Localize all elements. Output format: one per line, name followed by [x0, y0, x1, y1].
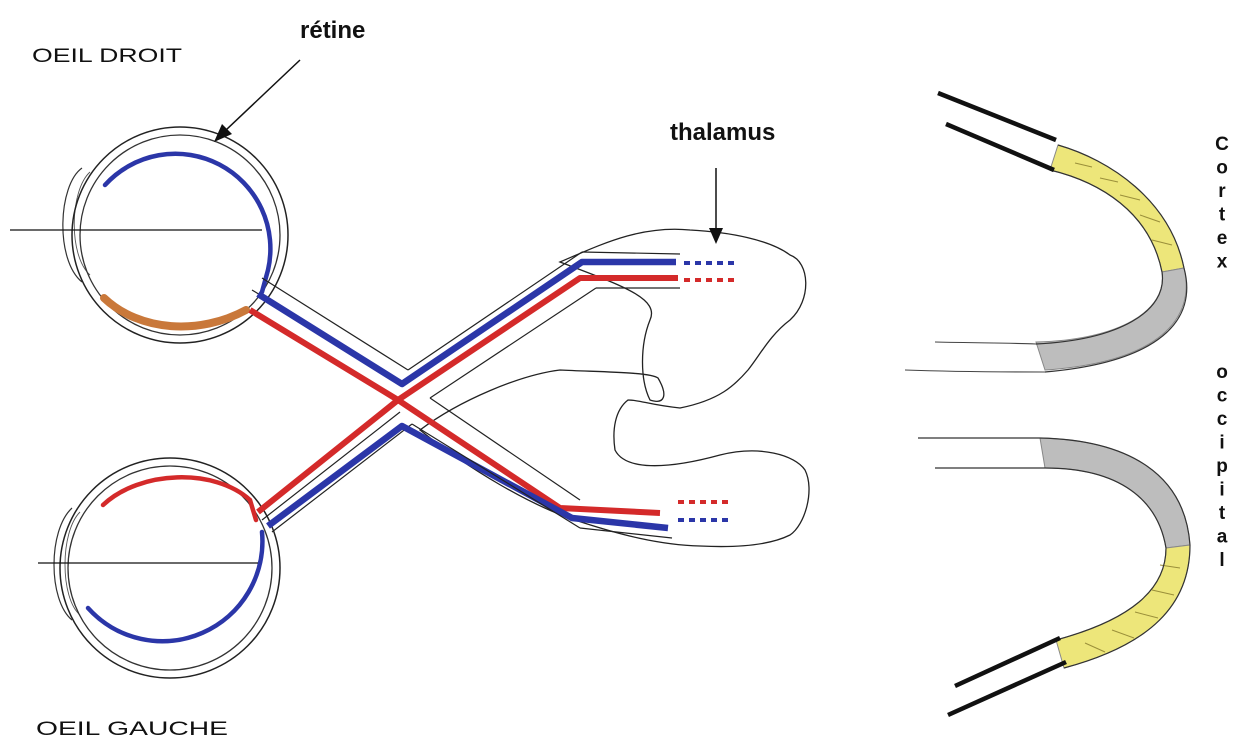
optic-pathways: [250, 252, 734, 538]
right-eye-retina-blue: [105, 154, 270, 292]
left-eyeball-outer: [60, 458, 280, 678]
label-left-eye: OEIL GAUCHE: [36, 719, 228, 740]
cortex-label-letter: o: [1216, 158, 1228, 179]
cortex-label-letter: x: [1217, 252, 1228, 273]
cortex-label-letter: r: [1218, 181, 1226, 202]
cortex-upper-fiber-1: [938, 93, 1056, 140]
cortex-upper-yellow: [1050, 145, 1184, 272]
cortex-label-letter: c: [1217, 409, 1228, 430]
cortex-lower-yellow: [1056, 545, 1190, 668]
right-eye-retina-orange: [104, 298, 246, 326]
left-eye-red-nerve: [258, 278, 678, 512]
thalamus-arrowhead: [709, 228, 723, 244]
cortex-lower-gray: [1040, 438, 1190, 548]
right-eye-red-nerve: [250, 310, 660, 513]
retina-arrow: [214, 60, 300, 142]
cortex-label-letter: a: [1217, 527, 1228, 548]
cortex-upper: [905, 93, 1187, 372]
cortex-lower-fiber-1: [955, 638, 1060, 686]
cortex-label-letter: i: [1219, 433, 1224, 454]
cortex-label-letter: c: [1217, 386, 1228, 407]
label-thalamus: thalamus: [670, 119, 775, 146]
right-eye: [10, 127, 288, 343]
cortex-lower: [918, 438, 1190, 715]
label-right-eye: OEIL DROIT: [32, 46, 183, 67]
cortex-label-letter: t: [1219, 503, 1226, 524]
thalamus-arrow: [709, 168, 723, 244]
cortex-lower-fiber-2: [948, 662, 1066, 715]
cortex-label-letter: C: [1215, 134, 1229, 155]
cortex-label-letter: e: [1217, 228, 1228, 249]
cortex-label-letter: p: [1216, 456, 1228, 477]
label-retina: rétine: [300, 17, 365, 44]
left-eye: [38, 458, 280, 678]
cortex-label-letter: t: [1219, 205, 1226, 226]
cortex-label-letter: o: [1216, 362, 1228, 383]
cortex-upper-gray: [1036, 268, 1186, 370]
cortex-label-letter: i: [1219, 480, 1224, 501]
left-eye-retina-red: [103, 477, 256, 520]
left-eye-retina-blue: [88, 532, 262, 641]
cortex-label-letter: l: [1219, 550, 1224, 571]
